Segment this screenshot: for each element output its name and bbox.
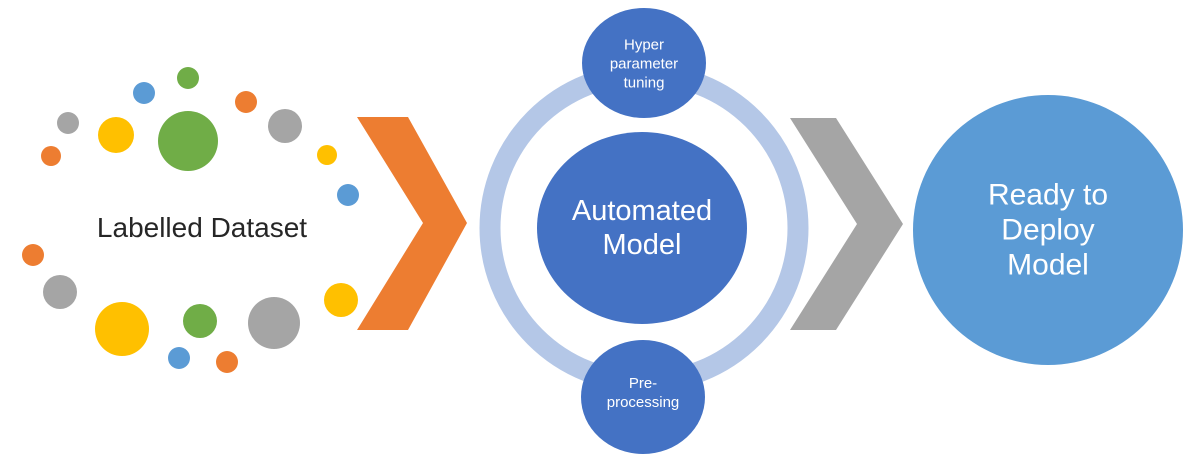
deploy-model-circle (913, 95, 1183, 365)
dataset-dot (22, 244, 44, 266)
dataset-dot (337, 184, 359, 206)
dataset-dot (158, 111, 218, 171)
preprocessing-circle (581, 340, 705, 454)
dataset-dot (57, 112, 79, 134)
dataset-dot (248, 297, 300, 349)
dataset-dot (133, 82, 155, 104)
dataset-dot (41, 146, 61, 166)
dataset-dot (98, 117, 134, 153)
automated-model-circle (537, 132, 747, 324)
dataset-dot (317, 145, 337, 165)
dataset-dot (235, 91, 257, 113)
chevron-right-gray-icon (790, 118, 903, 330)
hyperparameter-tuning-circle (582, 8, 706, 118)
dataset-dots-group (22, 67, 359, 373)
dataset-dot (168, 347, 190, 369)
dataset-dot (183, 304, 217, 338)
dataset-dot (216, 351, 238, 373)
dataset-dot (43, 275, 77, 309)
dataset-dot (177, 67, 199, 89)
dataset-dot (324, 283, 358, 317)
dataset-dot (268, 109, 302, 143)
chevron-right-orange-icon (357, 117, 467, 330)
dataset-dot (95, 302, 149, 356)
